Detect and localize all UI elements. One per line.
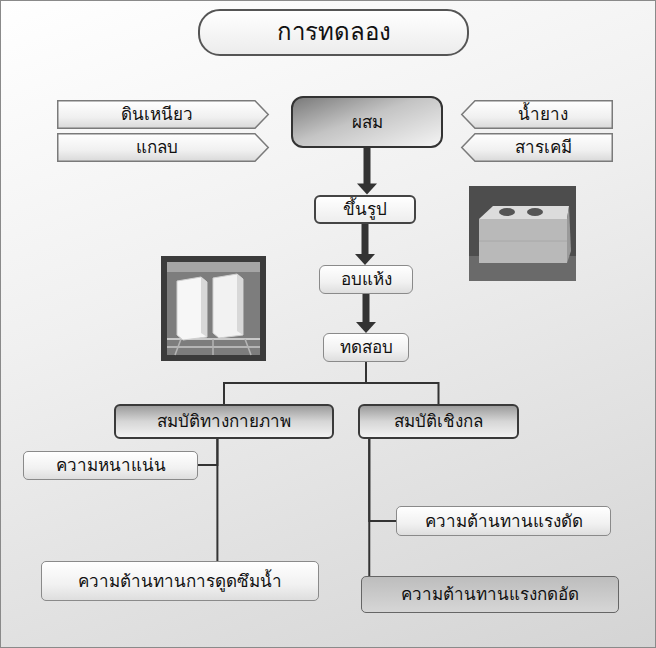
connector-line: [363, 294, 370, 323]
connector-line: [198, 439, 217, 465]
flow-arrow: [355, 224, 375, 266]
property-box: ความต้านทานแรงดัด: [396, 506, 611, 536]
process-box: ผสม: [291, 96, 443, 148]
property-box: ความต้านทานการดูดซึมน้ำ: [41, 561, 319, 601]
node-label: สมบัติทางกายภาพ: [157, 411, 291, 431]
connector-line: [368, 439, 370, 576]
node-label: ความต้านทานการดูดซึมน้ำ: [78, 571, 282, 591]
connector-line: [364, 148, 371, 185]
tree-connector: [224, 362, 366, 404]
connector-line: [369, 439, 396, 521]
node-label: สารเคมี: [515, 137, 572, 157]
tree-connector: [369, 439, 396, 521]
process-box: อบแห้ง: [319, 265, 413, 294]
category-box: สมบัติทางกายภาพ: [114, 404, 334, 439]
connector-line: [216, 439, 218, 561]
process-box: ขึ้นรูป: [314, 195, 416, 224]
arrow-head: [357, 184, 377, 195]
input-arrow-box: น้ำยาง: [461, 100, 613, 129]
property-box: ความหนาแน่น: [23, 451, 198, 480]
connector-line: [366, 362, 439, 404]
node-label: อบแห้ง: [341, 269, 392, 289]
arrow-head: [355, 254, 375, 265]
input-arrow-box: สารเคมี: [461, 133, 613, 162]
node-label: น้ำยาง: [518, 104, 568, 124]
brick-photo: [469, 186, 576, 281]
category-box: สมบัติเชิงกล: [358, 404, 519, 439]
flow-arrow: [357, 148, 377, 195]
input-arrow-box: ดินเหนียว: [57, 100, 269, 129]
title-text: การทดลอง: [277, 18, 391, 47]
node-label: ทดสอบ: [340, 337, 393, 357]
node-label: ดินเหนียว: [121, 104, 193, 124]
node-label: แกลบ: [136, 137, 178, 157]
node-label: สมบัติเชิงกล: [394, 411, 483, 431]
arrow-head: [356, 322, 376, 333]
connector-line: [224, 362, 366, 404]
process-box: ทดสอบ: [323, 333, 409, 362]
oven-photo: [161, 256, 266, 361]
property-box: ความต้านทานแรงกดอัด: [361, 576, 619, 613]
tree-connector: [366, 362, 439, 404]
node-label: ความหนาแน่น: [56, 455, 166, 475]
node-label: ความต้านทานแรงดัด: [425, 511, 583, 531]
connector-line: [362, 224, 369, 256]
input-arrow-box: แกลบ: [57, 133, 269, 162]
flow-arrow: [356, 294, 376, 333]
node-label: ความต้านทานแรงกดอัด: [401, 584, 579, 604]
node-label: ขึ้นรูป: [343, 199, 387, 219]
node-label: ผสม: [352, 112, 383, 132]
tree-connector: [369, 439, 370, 576]
tree-connector: [198, 439, 217, 465]
title-box: การทดลอง: [198, 9, 469, 56]
tree-connector: [217, 439, 218, 561]
